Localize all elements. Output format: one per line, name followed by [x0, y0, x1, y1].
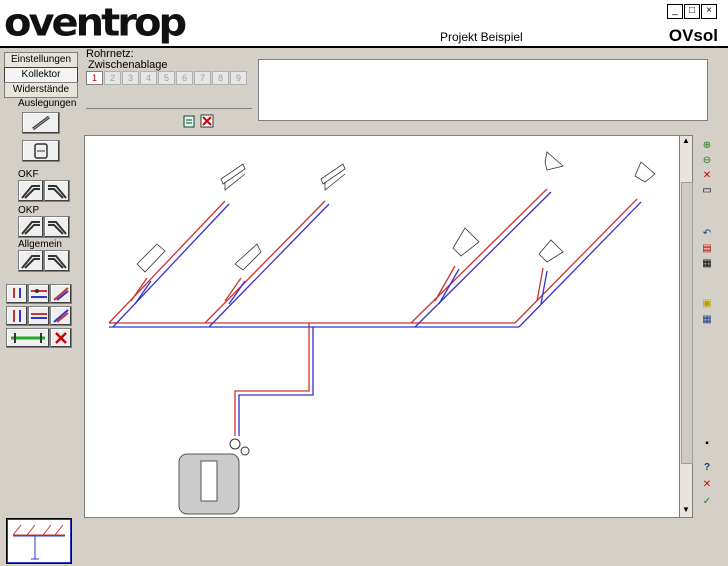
pipe-design-button[interactable]: [22, 112, 60, 134]
clipboard-paste-button[interactable]: [182, 114, 196, 128]
diagonal-line-button[interactable]: [50, 284, 72, 304]
allgemein-button-2[interactable]: [44, 250, 70, 272]
help-icon[interactable]: ?: [703, 462, 711, 473]
thermometer-button[interactable]: [6, 284, 28, 304]
save-icon[interactable]: ▪: [705, 438, 709, 449]
rohrnetz-label: Rohrnetz:: [86, 48, 134, 60]
overview-map[interactable]: [6, 518, 72, 564]
thermometer-icon: [13, 288, 21, 298]
maximize-button[interactable]: □: [684, 4, 700, 19]
clipboard-slot-4[interactable]: 4: [140, 71, 157, 85]
tab-kollektor[interactable]: Kollektor: [4, 67, 78, 83]
double-pipe-icon: [31, 313, 47, 319]
clipboard-slot-5[interactable]: 5: [158, 71, 175, 85]
auslegungen-label: Auslegungen: [18, 98, 77, 109]
okf-left-icon: [21, 185, 40, 199]
diagonal-line-icon: [53, 287, 69, 301]
okp-right-icon: [48, 221, 67, 235]
calculator-icon[interactable]: ▣: [702, 298, 712, 309]
angled-pipe-button[interactable]: [50, 306, 72, 326]
export-icon[interactable]: ▦: [702, 258, 712, 269]
overview-map-drawing: [6, 518, 72, 564]
double-pipe-button[interactable]: [28, 306, 50, 326]
okf-button-1[interactable]: [18, 180, 44, 202]
okp-button-2[interactable]: [44, 216, 70, 238]
pump-button[interactable]: [6, 306, 28, 326]
scroll-up-arrow[interactable]: ▲: [682, 136, 690, 145]
clipboard-clear-button[interactable]: [200, 114, 214, 128]
scroll-down-arrow[interactable]: ▼: [682, 505, 690, 514]
delete-button[interactable]: [50, 328, 72, 348]
ok-icon[interactable]: ✓: [702, 496, 712, 507]
angled-pipe-icon: [53, 309, 69, 323]
oventrop-logo: oventrop: [4, 1, 187, 45]
pump-icon: [13, 310, 21, 322]
clipboard-slot-7[interactable]: 7: [194, 71, 211, 85]
clipboard-slot-1[interactable]: 1: [86, 71, 103, 85]
valve-button[interactable]: [28, 284, 50, 304]
right-toolbar: ⊕ ⊖ ✕ ▭ ↶ ▤ ▦ ▣ ▦ ▪ ? ✕ ✓: [696, 135, 724, 516]
fit-icon[interactable]: ▭: [702, 185, 712, 196]
okf-right-icon: [48, 185, 67, 199]
okf-button-2[interactable]: [44, 180, 70, 202]
scroll-thumb[interactable]: [681, 182, 693, 464]
general-left-icon: [21, 255, 40, 269]
tank-icon: [34, 143, 48, 159]
valve-icon: [31, 289, 47, 298]
tab-widerstaende[interactable]: Widerstände: [4, 82, 78, 98]
title-bar: oventrop Projekt Beispiel OVsol _ □ ×: [0, 0, 728, 48]
clipboard-slot-9[interactable]: 9: [230, 71, 247, 85]
tank-design-button[interactable]: [22, 140, 60, 162]
canvas-vertical-scrollbar[interactable]: ▲ ▼: [679, 135, 693, 518]
zoom-reset-icon[interactable]: ✕: [702, 170, 712, 181]
schematic-canvas[interactable]: [84, 135, 680, 518]
tab-einstellungen[interactable]: Einstellungen: [4, 52, 78, 68]
minimize-button[interactable]: _: [667, 4, 683, 19]
okp-left-icon: [21, 221, 40, 235]
connector-icon: [11, 333, 45, 343]
okf-label: OKF: [18, 169, 39, 180]
general-right-icon: [48, 255, 67, 269]
clipboard-slot-8[interactable]: 8: [212, 71, 229, 85]
okp-button-1[interactable]: [18, 216, 44, 238]
clipboard-slot-2[interactable]: 2: [104, 71, 121, 85]
allgemein-label: Allgemein: [18, 239, 62, 250]
pipe-schematic: [108, 151, 656, 515]
okp-label: OKP: [18, 205, 40, 216]
info-text-panel[interactable]: [258, 59, 708, 121]
app-name: OVsol: [668, 26, 718, 45]
connector-button[interactable]: [6, 328, 50, 348]
undo-icon[interactable]: ↶: [702, 228, 712, 239]
zwischenablage-label: Zwischenablage: [88, 59, 168, 71]
paste-icon[interactable]: ▤: [702, 243, 712, 254]
clipboard-slot-3[interactable]: 3: [122, 71, 139, 85]
clear-icon: [200, 114, 214, 128]
allgemein-button-1[interactable]: [18, 250, 44, 272]
zoom-in-icon[interactable]: ⊕: [702, 140, 712, 151]
close-button[interactable]: ×: [701, 4, 717, 19]
red-x-icon: [55, 332, 67, 344]
clipboard-icon: [183, 115, 195, 128]
cancel-icon[interactable]: ✕: [702, 479, 712, 490]
clipboard-preview: [86, 86, 252, 109]
project-title: Projekt Beispiel: [440, 30, 523, 44]
sidebar: Einstellungen Kollektor Widerstände Ausl…: [0, 48, 82, 564]
zoom-out-icon[interactable]: ⊖: [702, 155, 712, 166]
clipboard-slot-6[interactable]: 6: [176, 71, 193, 85]
grid-icon[interactable]: ▦: [702, 314, 712, 325]
diagonal-pipe-icon: [32, 115, 50, 131]
